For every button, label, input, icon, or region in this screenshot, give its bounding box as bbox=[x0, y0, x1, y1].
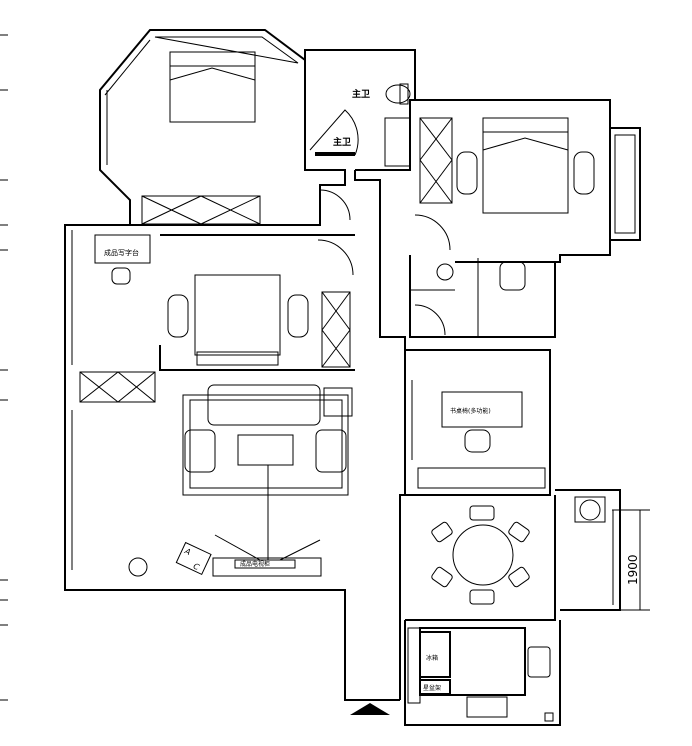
study-room: 书桌椅(多功能) bbox=[405, 349, 551, 496]
tv-mark-a: A bbox=[182, 546, 192, 557]
entrance-marker bbox=[350, 703, 390, 715]
plant-icon bbox=[128, 557, 148, 577]
master-bath-label-1: 主卫 bbox=[352, 88, 370, 100]
tv-cabinet-label: 成品电视柜 bbox=[240, 560, 270, 568]
study-desk-label: 书桌椅(多功能) bbox=[450, 407, 491, 415]
kitchen-rack-label: 星盆架 bbox=[423, 684, 441, 692]
dimension-value: 1900 bbox=[626, 554, 640, 585]
master-bath-label-2: 主卫 bbox=[333, 136, 351, 148]
balcony bbox=[555, 489, 621, 611]
master-bedroom bbox=[99, 29, 351, 226]
second-bathroom bbox=[409, 255, 556, 338]
fridge-label: 冰箱 bbox=[426, 654, 438, 662]
desk-label: 成品写字台 bbox=[104, 248, 139, 257]
dimension-1900: 1900 bbox=[612, 509, 650, 611]
dining-room bbox=[405, 495, 556, 621]
master-bathroom: 主卫 主卫 bbox=[304, 49, 416, 171]
second-bedroom bbox=[414, 99, 641, 263]
kitchen: 冰箱 星盆架 bbox=[404, 620, 561, 726]
tv-mark-c: C bbox=[192, 562, 201, 573]
living-room: 成品电视柜 A C bbox=[64, 370, 400, 715]
margin-ticks bbox=[0, 34, 8, 701]
third-bedroom: 成品写字台 bbox=[64, 224, 355, 403]
